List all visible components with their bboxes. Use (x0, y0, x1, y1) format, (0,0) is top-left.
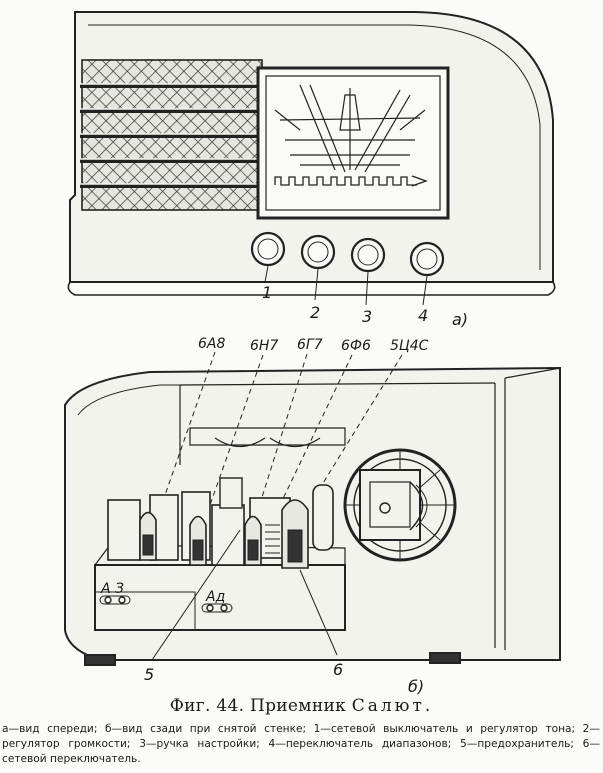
tube-label-6n7: 6Н7 (250, 338, 278, 354)
knob-4 (409, 241, 445, 277)
tube-label-6a8: 6А8 (198, 336, 225, 352)
knob-label-3: 3 (362, 307, 372, 326)
knob-label-2: 2 (310, 303, 320, 322)
knob-3 (350, 237, 386, 273)
caption-prefix: Фиг. 44. Приемник (169, 696, 352, 716)
back-view-label: б) (408, 677, 424, 696)
tube-label-6f6: 6Ф6 (341, 338, 371, 354)
figure-caption-title: Фиг. 44. Приемник Салют. (0, 696, 603, 716)
knob-label-1: 1 (262, 283, 272, 302)
figure-caption-body: а—вид спереди; б—вид сзади при снятой ст… (2, 723, 600, 765)
callout-6: 6 (333, 660, 343, 679)
back-view (64, 351, 561, 666)
tube-label-5c4s: 5Ц4С (390, 338, 429, 354)
panel-label-pickup: Ад (205, 589, 225, 605)
caption-radio-name: Салют. (351, 696, 434, 716)
front-view (67, 11, 556, 306)
tuning-dial (256, 66, 450, 220)
tube-label-6g7: 6Г7 (297, 337, 323, 353)
callout-5: 5 (144, 665, 154, 684)
knob-1 (250, 231, 286, 267)
front-view-label: а) (452, 310, 468, 329)
knob-2 (300, 234, 336, 270)
knob-label-4: 4 (418, 306, 428, 325)
panel-label-antenna-ground: А З (100, 581, 124, 597)
